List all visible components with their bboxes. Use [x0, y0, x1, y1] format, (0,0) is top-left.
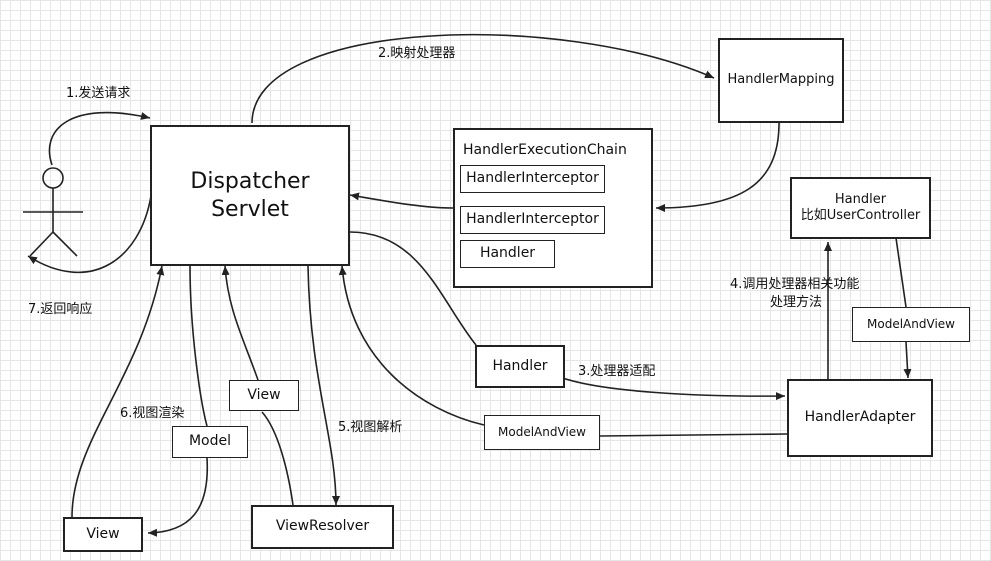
line-dispatcher-to-model — [189, 265, 208, 427]
arrow-mapping-to-chain — [655, 122, 780, 212]
arrow-chain-to-dispatcher — [349, 192, 454, 209]
model-box: Model — [172, 426, 248, 458]
arrow-handler-adapt — [559, 376, 786, 401]
step-2-map-handler: 2.映射处理器 — [378, 46, 456, 61]
model-and-view-mid-box: ModelAndView — [484, 415, 600, 450]
handler-mid-label: Handler — [492, 357, 548, 374]
chain-handler-label: Handler — [479, 245, 536, 262]
view-bottom-label: View — [86, 525, 120, 542]
handler-interceptor-label-2: HandlerInterceptor — [466, 211, 599, 228]
step-1-send-request: 1.发送请求 — [66, 86, 131, 101]
handler-mid-box: Handler — [475, 345, 565, 388]
arrow-render-view — [71, 265, 165, 518]
view-mid-box: View — [229, 380, 299, 411]
handler-mapping-box: HandlerMapping — [718, 38, 844, 123]
view-mid-label: View — [247, 386, 281, 403]
model-and-view-mid-label: ModelAndView — [498, 425, 586, 439]
arrow-model-to-view — [147, 457, 209, 537]
model-and-view-right-label: ModelAndView — [867, 317, 955, 331]
user-actor-icon — [20, 160, 84, 270]
handler-adapter-box: HandlerAdapter — [787, 379, 933, 457]
line-controller-to-mav — [895, 237, 907, 308]
step-5-resolve-view: 5.视图解析 — [338, 420, 403, 435]
step-4-invoke-line-1: 4.调用处理器相关功能 — [730, 277, 860, 292]
execution-chain-title: HandlerExecutionChain — [463, 142, 627, 158]
view-resolver-box: ViewResolver — [251, 505, 394, 549]
step-3-adapt-handler: 3.处理器适配 — [578, 364, 656, 379]
handler-interceptor-box-2: HandlerInterceptor — [460, 206, 605, 234]
arrow-view-to-dispatcher — [221, 265, 259, 381]
controller-line-2: 比如UserController — [800, 208, 921, 223]
handler-adapter-label: HandlerAdapter — [804, 409, 916, 426]
controller-box: Handler 比如UserController — [790, 177, 931, 239]
handler-mapping-label: HandlerMapping — [727, 72, 835, 88]
view-bottom-box: View — [63, 517, 143, 552]
arrow-mav-to-adapter — [903, 341, 912, 379]
view-resolver-label: ViewResolver — [275, 518, 370, 535]
step-7-return-response: 7.返回响应 — [28, 302, 93, 317]
line-adapter-to-mav — [599, 433, 788, 437]
line-dispatcher-to-handler — [349, 231, 477, 346]
dispatcher-line-1: Dispatcher — [190, 169, 310, 194]
handler-interceptor-label-1: HandlerInterceptor — [466, 170, 599, 187]
arrow-mav-to-dispatcher — [338, 265, 485, 426]
model-label: Model — [188, 433, 232, 450]
arrow-send-request — [48, 111, 151, 166]
handler-interceptor-box-1: HandlerInterceptor — [460, 165, 605, 193]
arrow-resolve-view — [307, 265, 340, 506]
chain-handler-box: Handler — [460, 240, 555, 268]
arrow-return-response — [27, 195, 152, 274]
controller-line-1: Handler — [834, 191, 887, 207]
line-resolver-to-view — [261, 411, 294, 506]
step-4-invoke-line-2: 处理方法 — [770, 295, 823, 310]
dispatcher-line-2: Servlet — [211, 196, 289, 222]
step-6-render-view: 6.视图渲染 — [120, 406, 185, 421]
dispatcher-servlet-box: Dispatcher Servlet — [150, 125, 350, 266]
arrow-map-handler — [251, 34, 715, 124]
model-and-view-right-box: ModelAndView — [852, 307, 970, 342]
